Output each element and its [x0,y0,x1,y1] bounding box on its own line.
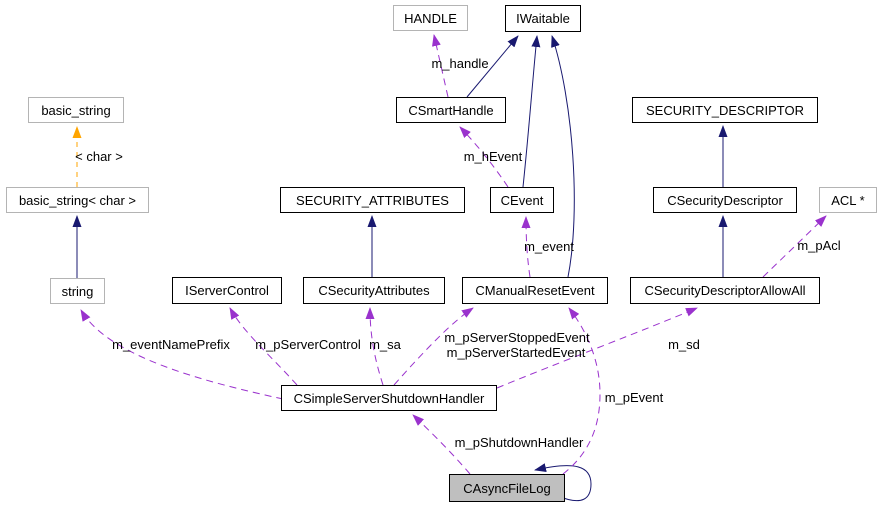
node-csecurityattributes[interactable]: CSecurityAttributes [303,277,445,304]
edge-label-m-pacl: m_pAcl [797,238,841,253]
node-security-attributes[interactable]: SECURITY_ATTRIBUTES [280,187,465,213]
node-iwaitable[interactable]: IWaitable [505,5,581,32]
edge-casyncfilelog-self-loop [534,463,592,502]
edge-cmanualresetevent-inherits-iwaitable [551,35,575,278]
edge-label-template-char: < char > [75,149,123,164]
edge-label-m-hevent: m_hEvent [463,149,523,164]
node-security-descriptor[interactable]: SECURITY_DESCRIPTOR [632,97,818,123]
edge-label-m-sd: m_sd [668,337,700,352]
node-basic-string: basic_string [28,97,124,123]
node-cevent-label: CEvent [500,192,544,208]
edge-label-m-pserverstoppedevent: m_pServerStoppedEvent [444,330,590,345]
node-handle-label: HANDLE [404,10,457,26]
node-iservercontrol[interactable]: IServerControl [172,277,282,304]
node-security-descriptor-label: SECURITY_DESCRIPTOR [646,102,804,118]
edge-label-m-sa: m_sa [369,337,401,352]
edge-label-m-handle: m_handle [431,56,489,71]
edge-label-m-event: m_event [524,239,574,254]
node-basic-string-char-label: basic_string< char > [18,192,137,208]
node-iservercontrol-label: IServerControl [185,283,269,298]
edge-csmarthandle-inherits-iwaitable [466,35,519,98]
edge-casyncfilelog-uses-shutdownhandler [412,414,471,475]
node-basic-string-label: basic_string [41,102,111,118]
edge-shutdownhandler-uses-cmanualresetevent [393,307,474,386]
node-casyncfilelog: CAsyncFileLog [449,474,565,502]
node-cmanualresetevent[interactable]: CManualResetEvent [462,277,608,304]
node-csimpleservershutdownhandler[interactable]: CSimpleServerShutdownHandler [281,385,497,411]
node-csecuritydescriptor-label: CSecurityDescriptor [667,192,783,208]
node-string: string [50,278,105,304]
edge-casyncfilelog-uses-cmanualresetevent [562,307,601,475]
node-cmanualresetevent-label: CManualResetEvent [475,283,595,298]
node-csecuritydescriptor[interactable]: CSecurityDescriptor [653,187,797,213]
edge-cevent-uses-csmarthandle [459,126,509,188]
edge-cmanualresetevent-uses-cevent [521,216,531,278]
node-cevent[interactable]: CEvent [490,187,554,213]
node-csecuritydescriptorallowall[interactable]: CSecurityDescriptorAllowAll [630,277,820,304]
edge-label-m-pevent: m_pEvent [604,390,664,405]
usage-edges [80,34,827,475]
node-csecuritydescriptorallowall-label: CSecurityDescriptorAllowAll [644,283,806,298]
node-security-attributes-label: SECURITY_ATTRIBUTES [296,192,449,208]
edge-shutdownhandler-uses-csecurityattributes [365,307,384,386]
node-csmarthandle[interactable]: CSmartHandle [396,97,506,123]
node-casyncfilelog-label: CAsyncFileLog [463,480,551,496]
edge-csmarthandle-uses-handle [432,34,449,98]
edge-shutdownhandler-uses-csecuritydescriptorallowall [496,307,698,389]
edge-label-m-pserverstartedevent: m_pServerStartedEvent [446,345,586,360]
node-handle: HANDLE [393,5,468,31]
edge-label-m-pservercontrol: m_pServerControl [255,337,361,352]
edge-csecuritydescriptorallowall-uses-acl [762,215,827,278]
node-string-label: string [61,283,94,299]
inheritance-edges [72,35,728,502]
node-csimpleservershutdownhandler-label: CSimpleServerShutdownHandler [293,390,485,406]
node-acl-pointer-label: ACL * [831,192,865,208]
node-iwaitable-label: IWaitable [516,11,570,26]
node-acl-pointer: ACL * [819,187,877,213]
node-csmarthandle-label: CSmartHandle [408,102,494,118]
edge-cevent-inherits-iwaitable [522,35,541,188]
edge-shutdownhandler-uses-string [80,309,284,400]
node-basic-string-char: basic_string< char > [6,187,149,213]
node-csecurityattributes-label: CSecurityAttributes [318,283,430,298]
edge-label-m-eventnameprefix: m_eventNamePrefix [112,337,230,352]
edge-label-m-pshutdownhandler: m_pShutdownHandler [454,435,584,450]
